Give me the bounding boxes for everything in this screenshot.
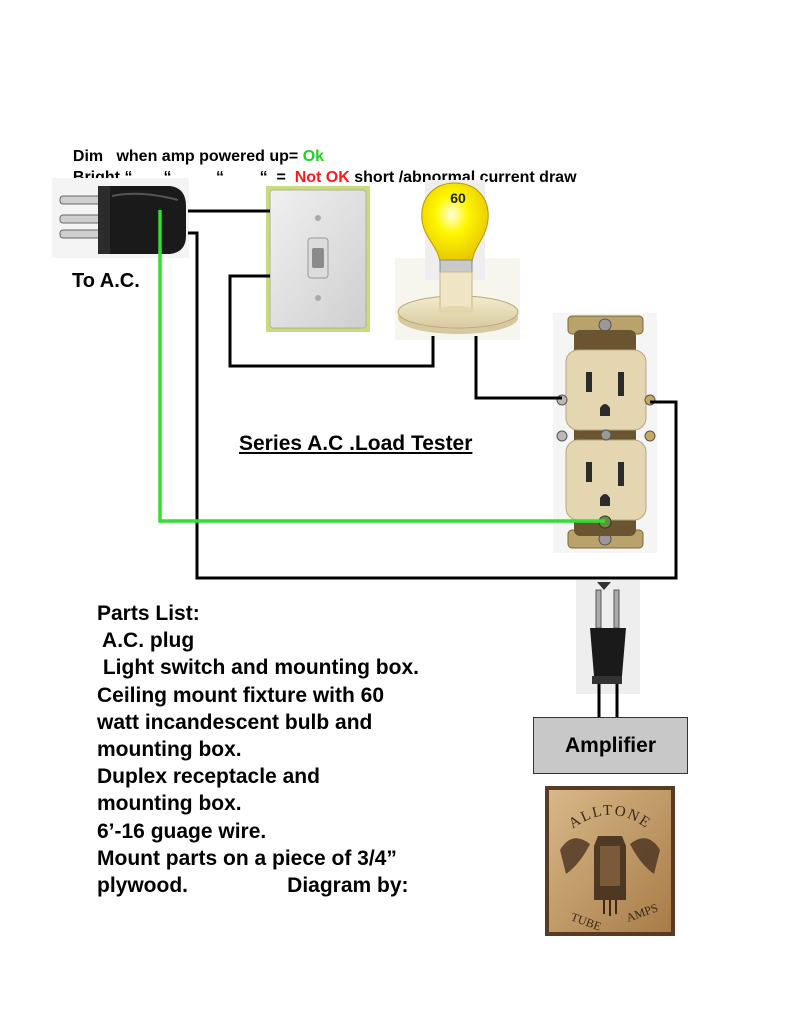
light-switch-icon [266,186,370,332]
parts-list: Parts List: A.C. plug Light switch and m… [97,600,419,899]
duplex-receptacle-icon [553,313,657,553]
bulb-watt-label: 60 [450,190,466,206]
parts-list-item: Mount parts on a piece of 3/4” [97,846,397,870]
legend-ok-status: Ok [302,148,325,165]
parts-list-item: mounting box. [97,792,242,816]
light-bulb-fixture-icon [395,180,520,340]
parts-list-item: plywood. Diagram by: [97,874,409,898]
amplifier-plug-icon [576,580,640,694]
parts-list-item: watt incandescent bulb and [97,710,373,734]
parts-list-item: Light switch and mounting box. [97,656,419,680]
parts-list-item: Ceiling mount fixture with 60 [97,683,385,707]
legend-dim-line: Dim when amp powered up= Ok [64,130,324,166]
legend-bright-suffix: short /abnormal current draw [349,169,577,186]
parts-list-item: Duplex receptacle and [97,765,320,789]
arrow-down-icon [597,582,611,590]
amplifier-box: Amplifier [533,717,688,774]
legend-not-ok-status: Not OK [294,169,350,186]
parts-list-item: A.C. plug [97,629,195,653]
black-wires [188,209,678,580]
amplifier-label: Amplifier [564,733,656,757]
parts-list-item: mounting box. [97,738,242,762]
to-ac-label: To A.C. [72,270,140,292]
ac-plug-icon [52,178,189,258]
alltone-tube-amps-logo: ALLTONE TUBE AMPS [545,786,675,936]
green-ground-wire [158,210,605,523]
diagram-title: Series A.C .Load Tester [239,432,473,455]
parts-list-item: 6’-16 guage wire. [97,819,267,843]
parts-list-heading: Parts List: [97,602,200,625]
legend-dim-text: Dim when amp powered up= [72,148,303,165]
